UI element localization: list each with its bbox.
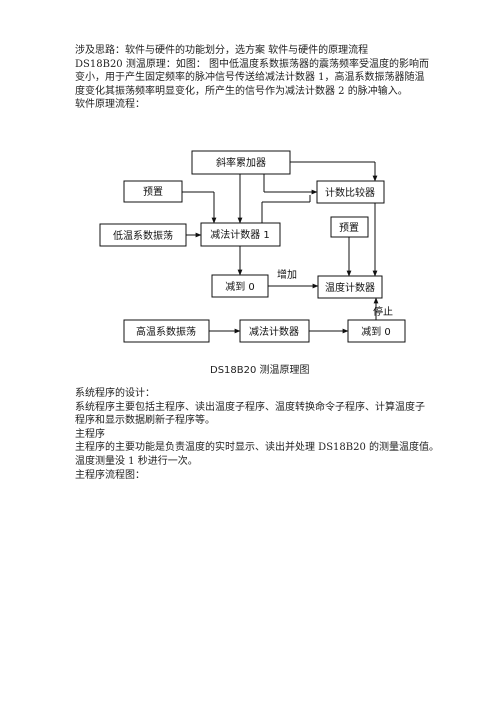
low-temp-oscillator-label: 低温系数振荡 (113, 229, 173, 242)
preset-label-2: 预置 (339, 222, 359, 234)
slope-accumulator-box: 斜率累加器 (191, 150, 291, 175)
body-line: 系统程序的设计： (75, 388, 155, 399)
intro-line: 度变化其振荡频率明显变化，所产生的信号作为减法计数器 2 的脉冲输入。 (75, 85, 408, 97)
stop-label: 停止 (373, 305, 393, 318)
diagram-caption: DS18B20 测温原理图 (210, 365, 310, 376)
reach-zero-label-2: 减到 0 (361, 326, 391, 338)
down-counter-2-box: 减法计数器 (239, 319, 310, 343)
preset-box-1: 预置 (123, 180, 183, 203)
high-temp-oscillator-label: 高温系数振荡 (136, 325, 196, 338)
reach-zero-box-1: 减到 0 (211, 274, 269, 298)
preset-box-2: 预置 (330, 216, 369, 238)
reach-zero-label-1: 减到 0 (225, 281, 255, 293)
diagram-connectors (182, 161, 379, 334)
intro-line: 涉及思路：软件与硬件的功能划分，选方案 软件与硬件的原理流程 (75, 45, 369, 56)
preset-label-1: 预置 (143, 186, 163, 198)
intro-line: 变小，用于产生固定频率的脉冲信号传送给减法计数器 1，高温系数振荡器随温 (75, 72, 425, 84)
down-counter-1-label: 减法计数器 1 (210, 228, 270, 241)
body-line: 程序和显示数据刷新子程序等。 (75, 415, 215, 427)
count-comparator-label: 计数比较器 (325, 186, 375, 199)
body-paragraph: 系统程序的设计： 系统程序主要包括主程序、读出温度子程序、温度转换命令子程序、计… (75, 387, 440, 482)
increase-label: 增加 (277, 268, 297, 281)
down-counter-1-box: 减法计数器 1 (200, 222, 281, 247)
intro-line: DS18B20 测温原理：如图： 图中低温度系数振荡器的震荡频率受温度的影响而 (75, 58, 430, 70)
body-line: 主程序的主要功能是负责温度的实时显示、读出并处理 DS18B20 的测量温度值。 (75, 442, 440, 454)
temperature-register-box: 温度计数器 (317, 275, 383, 299)
temperature-register-label: 温度计数器 (325, 281, 375, 294)
slope-accumulator-label: 斜率累加器 (216, 156, 266, 169)
body-line: 系统程序主要包括主程序、读出温度子程序、温度转换命令子程序、计算温度子 (75, 401, 425, 413)
reach-zero-box-2: 减到 0 (347, 319, 406, 343)
intro-paragraph: 涉及思路：软件与硬件的功能划分，选方案 软件与硬件的原理流程 DS18B20 测… (75, 44, 430, 112)
low-temp-oscillator-box: 低温系数振荡 (99, 223, 187, 247)
body-line: 温度测量没 1 秒进行一次。 (75, 455, 198, 467)
count-comparator-box: 计数比较器 (316, 180, 385, 204)
high-temp-oscillator-box: 高温系数振荡 (123, 319, 210, 343)
body-line: 主程序 (75, 428, 105, 440)
down-counter-2-label: 减法计数器 (249, 325, 299, 338)
body-line: 主程序流程图： (75, 469, 145, 481)
intro-line: 软件原理流程： (75, 99, 145, 111)
